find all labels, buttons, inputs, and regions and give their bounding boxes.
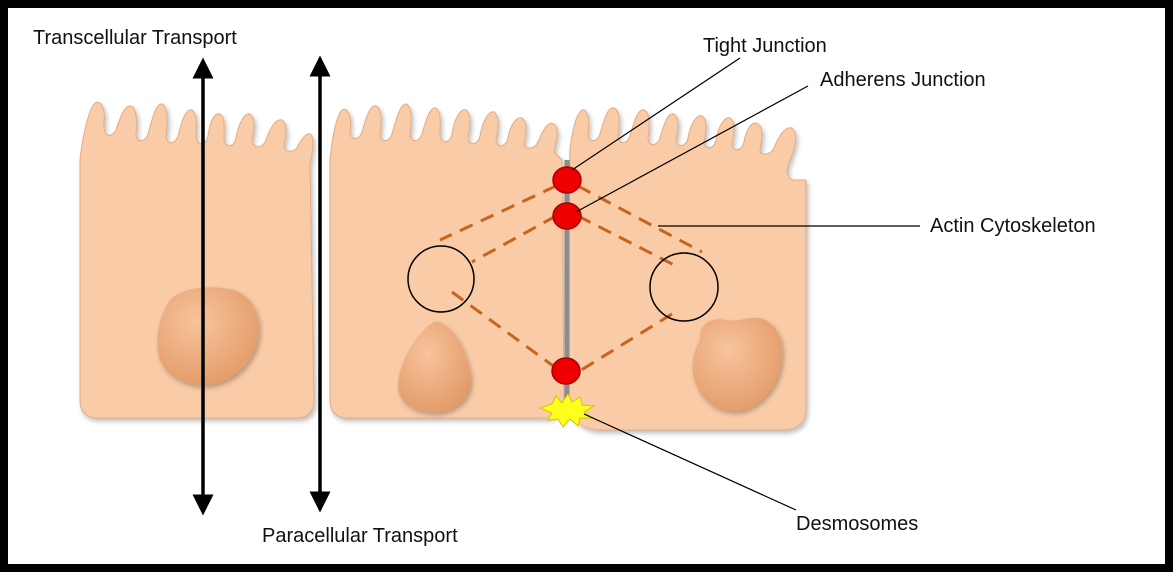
adherens-junction-dot: [553, 203, 581, 229]
tight-junction-dot: [553, 167, 581, 193]
transcellular-transport-label: Transcellular Transport: [33, 27, 237, 49]
tight-junction-label: Tight Junction: [703, 35, 827, 57]
adherens-junction-label: Adherens Junction: [820, 69, 986, 91]
desmosomes-label: Desmosomes: [796, 513, 918, 535]
lower-junction-dot: [552, 358, 580, 384]
paracellular-transport-label: Paracellular Transport: [262, 525, 458, 547]
actin-cytoskeleton-label: Actin Cytoskeleton: [930, 215, 1096, 237]
